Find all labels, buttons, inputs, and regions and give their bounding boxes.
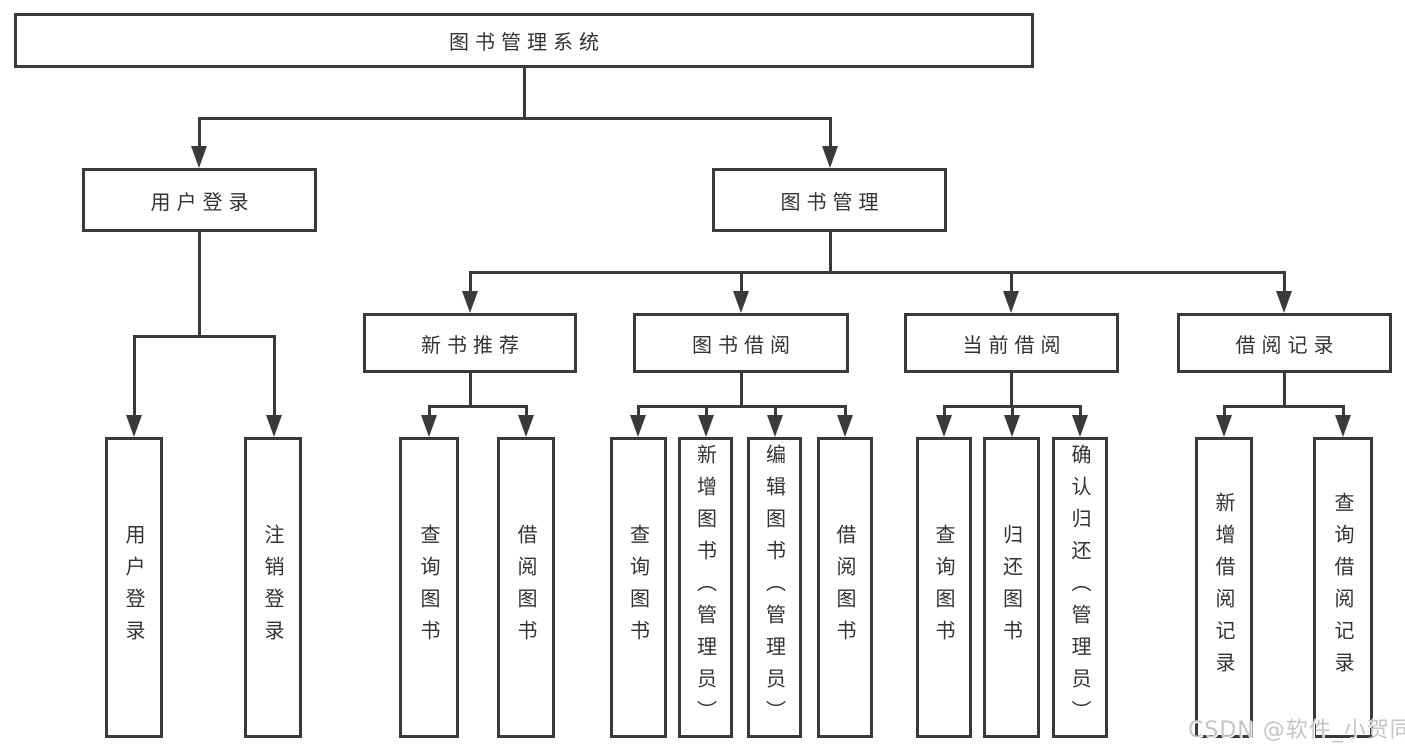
connector-line [198, 117, 201, 151]
leaf-current-confirm-return-admin-label: 确认归还（管理员） [1068, 443, 1092, 732]
connector-line [198, 232, 201, 338]
arrowhead-icon [126, 415, 142, 437]
connector-line [469, 271, 1285, 274]
leaf-borrow-borrow-books-label: 借阅图书 [833, 523, 857, 652]
connector-line [637, 405, 640, 420]
connector-line [525, 405, 528, 420]
connector-line [943, 405, 946, 420]
leaf-current-query-books: 查询图书 [916, 437, 972, 738]
leaf-borrow-add-books-admin-label: 新增图书（管理员） [693, 443, 718, 732]
connector-line [469, 373, 472, 408]
watermark: CSDN @软件_小贺同学 [1188, 718, 1405, 743]
arrowhead-icon [1072, 415, 1088, 437]
connector-line [469, 271, 472, 297]
connector-line [774, 405, 777, 420]
node-book-management-label: 图书管理 [780, 189, 885, 214]
connector-line [523, 68, 526, 120]
leaf-borrow-add-books-admin: 新增图书（管理员） [678, 437, 733, 738]
node-user-login-label: 用户登录 [150, 189, 255, 214]
connector-line [428, 405, 528, 408]
connector-line [1283, 271, 1286, 297]
leaf-records-add-record: 新增借阅记录 [1195, 437, 1253, 738]
leaf-current-query-books-label: 查询图书 [932, 523, 956, 652]
leaf-recommend-query-books: 查询图书 [399, 437, 459, 738]
arrowhead-icon [936, 415, 952, 437]
node-new-book-recommend: 新书推荐 [363, 313, 577, 373]
leaf-current-confirm-return-admin: 确认归还（管理员） [1052, 437, 1108, 738]
node-book-borrow-label: 图书借阅 [692, 332, 796, 357]
arrowhead-icon [698, 415, 714, 437]
leaf-borrow-edit-books-admin: 编辑图书（管理员） [747, 437, 802, 738]
node-borrow-records-label: 借阅记录 [1235, 332, 1340, 357]
leaf-current-return-books-label: 归还图书 [999, 523, 1024, 652]
connector-line [637, 405, 847, 408]
connector-line [1283, 373, 1286, 408]
arrowhead-icon [421, 415, 437, 437]
leaf-user-login-label: 用户登录 [122, 523, 146, 652]
node-root-label: 图书管理系统 [449, 30, 605, 54]
node-book-management: 图书管理 [712, 168, 947, 232]
arrowhead-icon [462, 291, 478, 313]
node-current-borrow: 当前借阅 [904, 313, 1119, 373]
node-borrow-records: 借阅记录 [1177, 313, 1392, 373]
leaf-recommend-borrow-books-label: 借阅图书 [514, 523, 538, 652]
node-new-book-recommend-label: 新书推荐 [421, 332, 525, 357]
arrowhead-icon [1004, 415, 1020, 437]
arrowhead-icon [767, 415, 783, 437]
leaf-borrow-edit-books-admin-label: 编辑图书（管理员） [762, 443, 787, 732]
connector-line [1010, 271, 1013, 297]
connector-line [273, 335, 276, 421]
node-book-borrow: 图书借阅 [633, 313, 849, 373]
connector-line [1223, 405, 1345, 408]
connector-line [133, 335, 136, 421]
connector-line [1223, 405, 1226, 420]
arrowhead-icon [837, 415, 853, 437]
arrowhead-icon [266, 415, 282, 437]
connector-line [1010, 373, 1013, 408]
node-current-borrow-label: 当前借阅 [962, 332, 1067, 357]
connector-line [740, 271, 743, 297]
leaf-user-login: 用户登录 [105, 437, 163, 738]
leaf-borrow-query-books-label: 查询图书 [626, 523, 651, 652]
connector-line [428, 405, 431, 420]
leaf-records-add-record-label: 新增借阅记录 [1212, 491, 1236, 684]
leaf-borrow-borrow-books: 借阅图书 [817, 437, 873, 738]
connector-line [740, 373, 743, 408]
arrowhead-icon [518, 415, 534, 437]
connector-line [829, 232, 832, 274]
leaf-records-query-record-label: 查询借阅记录 [1331, 491, 1355, 684]
node-user-login: 用户登录 [82, 168, 317, 232]
arrowhead-icon [1003, 291, 1019, 313]
connector-line [198, 117, 832, 120]
connector-line [705, 405, 708, 420]
arrowhead-icon [1335, 415, 1351, 437]
leaf-current-return-books: 归还图书 [983, 437, 1040, 738]
arrowhead-icon [733, 291, 749, 313]
arrowhead-icon [822, 146, 838, 168]
connector-line [829, 117, 832, 151]
arrowhead-icon [630, 415, 646, 437]
leaf-borrow-query-books: 查询图书 [610, 437, 667, 738]
connector-line [133, 335, 275, 338]
arrowhead-icon [1216, 415, 1232, 437]
leaf-records-query-record: 查询借阅记录 [1313, 437, 1373, 738]
leaf-logout-label: 注销登录 [261, 523, 285, 652]
leaf-logout: 注销登录 [244, 437, 302, 738]
node-root: 图书管理系统 [14, 13, 1034, 68]
leaf-recommend-borrow-books: 借阅图书 [497, 437, 555, 738]
arrowhead-icon [1276, 291, 1292, 313]
connector-line [844, 405, 847, 420]
connector-line [1079, 405, 1082, 420]
arrowhead-icon [191, 146, 207, 168]
connector-line [1342, 405, 1345, 420]
connector-line [1011, 405, 1014, 420]
leaf-recommend-query-books-label: 查询图书 [417, 523, 441, 652]
